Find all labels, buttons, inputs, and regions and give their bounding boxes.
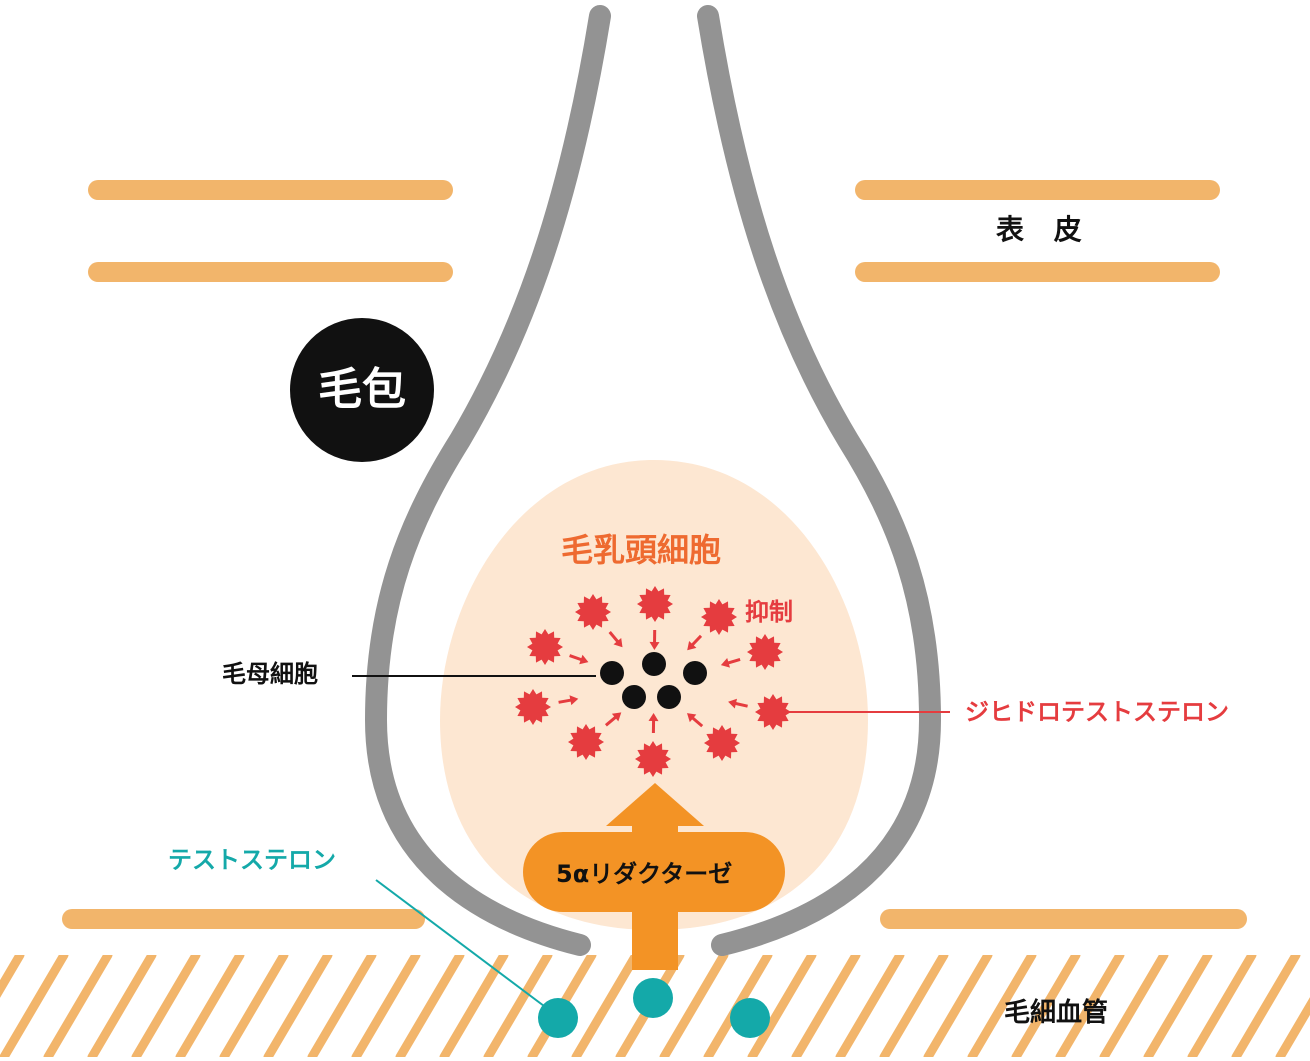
matrix-cell — [622, 685, 646, 709]
testosterone-molecule — [538, 998, 578, 1038]
testosterone-label: テストステロン — [168, 848, 336, 872]
matrix-cell — [657, 685, 681, 709]
matrix-cell — [642, 652, 666, 676]
testosterone-molecule — [730, 998, 770, 1038]
matrix-cell — [600, 661, 624, 685]
dht-label: ジヒドロテストステロン — [965, 700, 1229, 724]
hair-matrix-label: 毛母細胞 — [222, 662, 318, 686]
matrix-cell — [683, 661, 707, 685]
follicle-badge: 毛包 — [290, 318, 434, 462]
dermal-papilla-label: 毛乳頭細胞 — [561, 534, 721, 566]
reductase-label: 5αリダクターゼ — [556, 862, 732, 886]
testosterone-molecule — [633, 978, 673, 1018]
capillary-label: 毛細血管 — [1004, 1000, 1108, 1026]
epidermis-label: 表 皮 — [996, 216, 1092, 244]
suppression-label: 抑制 — [745, 600, 793, 624]
